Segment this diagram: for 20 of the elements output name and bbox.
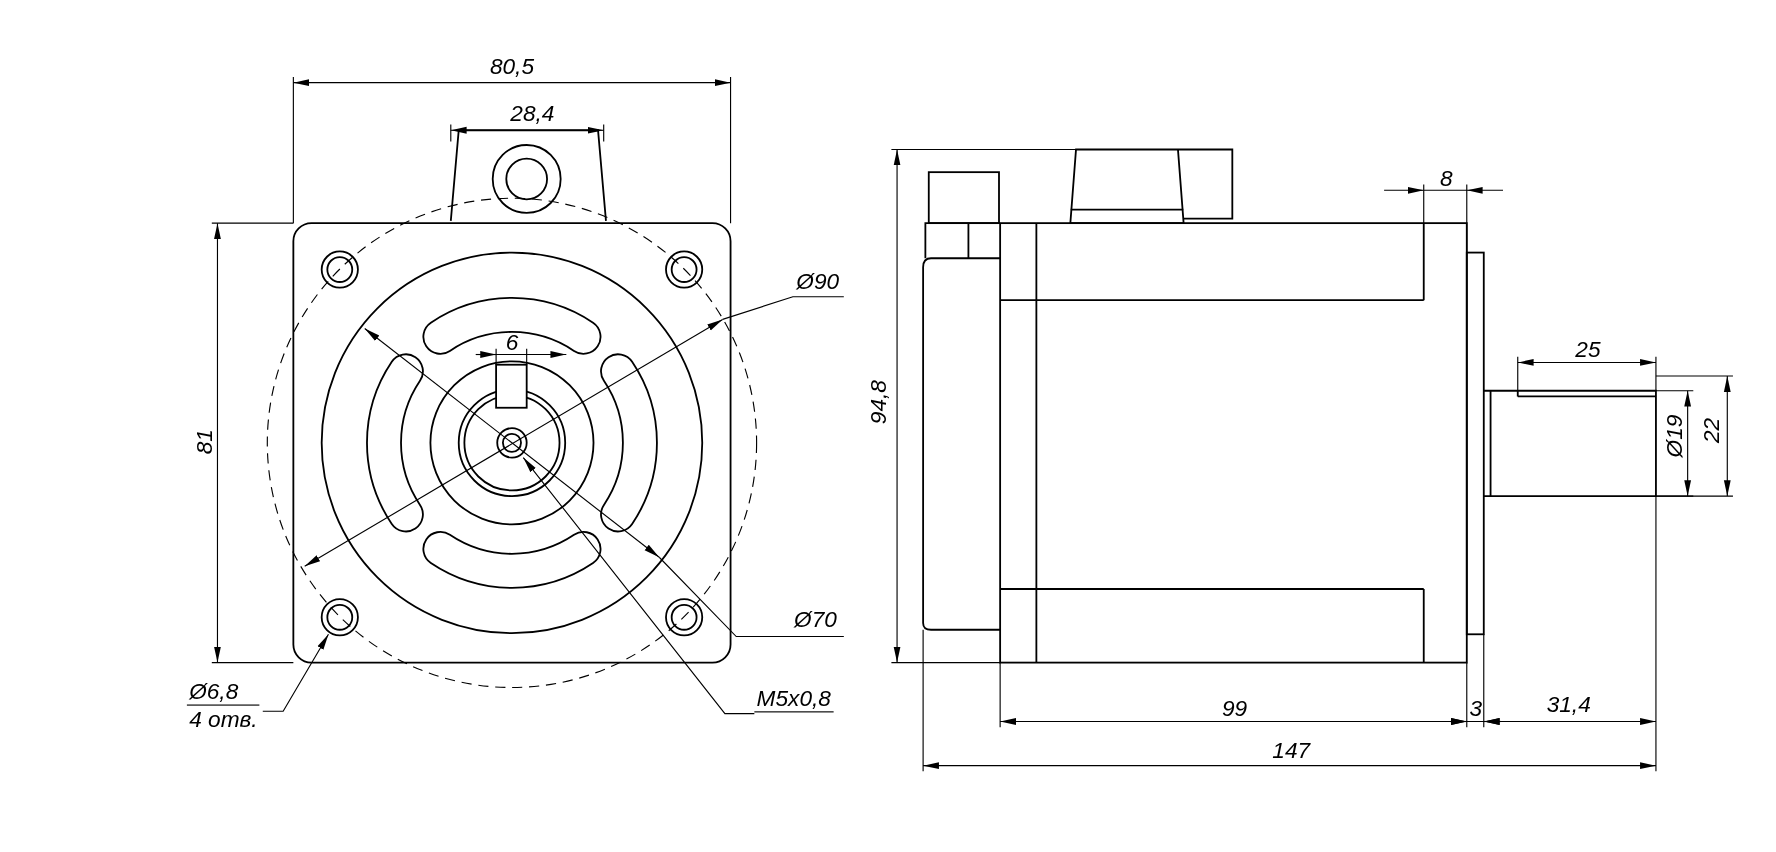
leader-line (262, 633, 330, 712)
dimension-label: 99 (1222, 695, 1248, 721)
dimension-label: 6 (505, 329, 519, 355)
dimension-label: 31,4 (1546, 692, 1591, 717)
dimension-label: 8 (1440, 165, 1453, 191)
dimension-label: Ø70 (794, 607, 837, 632)
dimension-label: Ø90 (796, 268, 840, 294)
dimension-label: 147 (1272, 737, 1311, 763)
dimension-label: 25 (1575, 336, 1601, 362)
dimension-label: 28,4 (510, 100, 555, 126)
dimension-label: 3 (1469, 695, 1483, 721)
dimension-label: 80,5 (489, 53, 534, 79)
leader-line (522, 457, 755, 715)
dimension-label: 22 (1698, 417, 1724, 443)
callout-note: 4 отв. (188, 705, 259, 733)
dimension-label: 94,8 (865, 380, 891, 425)
dimension-label: Ø19 (1661, 414, 1687, 458)
dimension-label: 81 (191, 429, 217, 455)
callout-label: Ø6,8 (186, 677, 260, 706)
callout-label: M5x0,8 (754, 684, 834, 713)
